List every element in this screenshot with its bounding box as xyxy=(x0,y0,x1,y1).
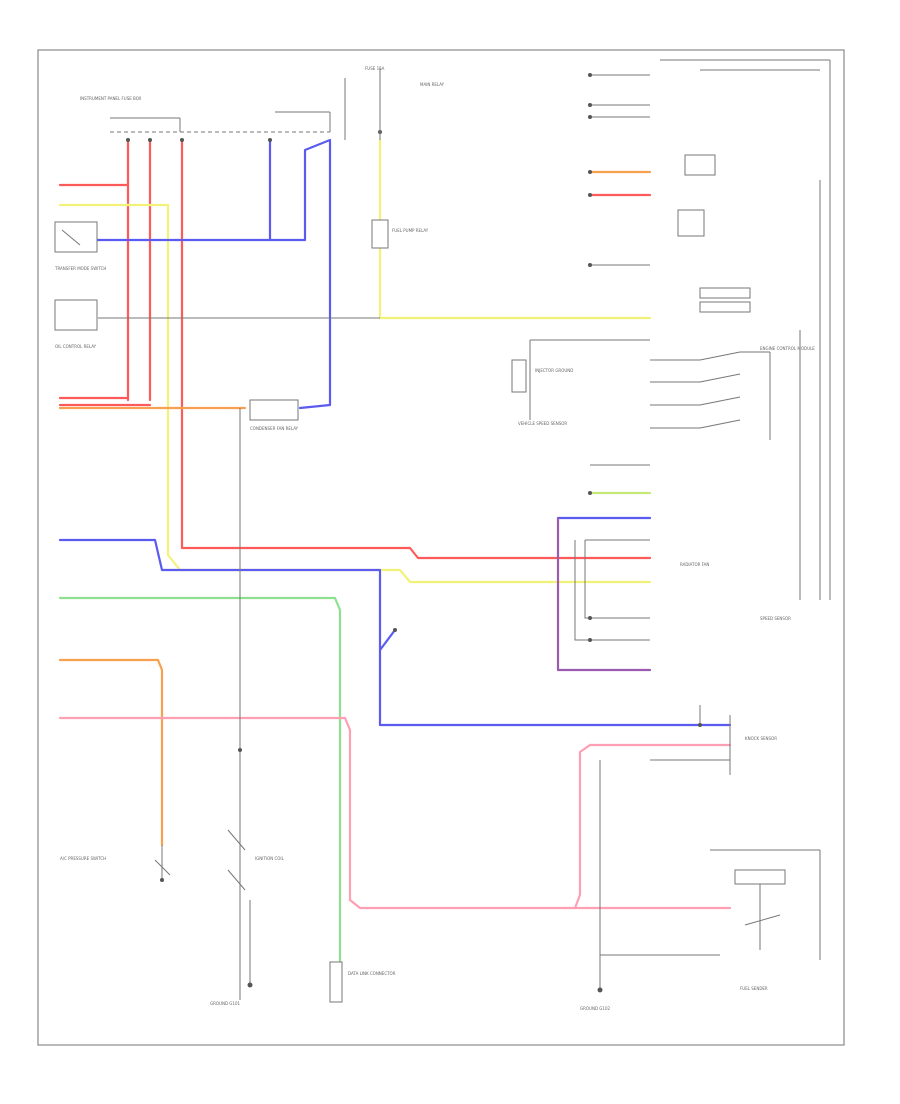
connection-nodes xyxy=(126,73,592,752)
ignition-coil-label: IGNITION COIL xyxy=(255,856,285,861)
relay-box-1 xyxy=(684,154,716,176)
fuel-sender-label: FUEL SENDER xyxy=(740,986,768,991)
fuel-pump-relay xyxy=(371,219,389,249)
ground-g102: GROUND G102 xyxy=(580,987,610,1011)
switch-bank xyxy=(650,351,771,440)
green-wire-1 xyxy=(58,596,342,967)
red-wire-2 xyxy=(58,138,152,407)
blue-wire-3 xyxy=(58,538,732,727)
relay-box-3 xyxy=(699,287,751,299)
fuse-box-label: INSTRUMENT PANEL FUSE BOX xyxy=(80,96,142,101)
orange-wire-2 xyxy=(58,658,164,847)
fuse-box-top-left: INSTRUMENT PANEL FUSE BOX xyxy=(80,78,346,140)
gray-wire-right-4 xyxy=(590,74,650,466)
blue-wire-1 xyxy=(96,138,272,242)
speed-sensor-label: SPEED SENSOR xyxy=(760,616,791,621)
dlc-label: DATA LINK CONNECTOR xyxy=(348,971,396,976)
main-relay-label: MAIN RELAY xyxy=(420,82,445,87)
ground-g101-label: GROUND G101 xyxy=(210,1001,240,1006)
radiator-fan-label: RADIATOR FAN xyxy=(680,562,709,567)
red-wire-3 xyxy=(180,138,652,560)
center-fuse: FUSE 15A MAIN RELAY xyxy=(365,66,445,140)
violet-wire-1 xyxy=(556,516,652,672)
diagram-frame xyxy=(37,49,845,1046)
ac-pressure-switch-label: A/C PRESSURE SWITCH xyxy=(60,856,106,861)
pink-wire-1 xyxy=(58,716,732,910)
ac-pressure-switch: A/C PRESSURE SWITCH xyxy=(60,845,171,882)
transfer-mode-switch-label: TRANSFER MODE SWITCH xyxy=(54,266,106,271)
gray-wire-right-1 xyxy=(529,339,650,420)
fuel-pump-relay-label: FUEL PUMP RELAY xyxy=(392,228,429,233)
injector-label: INJECTOR GROUND xyxy=(535,368,573,373)
gray-wire-center-3 xyxy=(584,540,650,619)
oil-control-relay-label: OIL CONTROL RELAY xyxy=(55,344,97,349)
condenser-fan-relay xyxy=(249,399,299,421)
ecm-connector-block: ENGINE CONTROL MODULE xyxy=(660,59,831,600)
lower-right-block: KNOCK SENSOR xyxy=(698,705,821,960)
ecm-label: ENGINE CONTROL MODULE xyxy=(760,346,815,351)
ground-g101: GROUND G101 xyxy=(210,900,253,1006)
knock-sensor-label: KNOCK SENSOR xyxy=(745,736,777,741)
transfer-mode-switch xyxy=(54,221,98,253)
blue-wire-4 xyxy=(378,628,397,652)
ground-g102-label: GROUND G102 xyxy=(580,1006,610,1011)
oil-control-relay xyxy=(54,299,98,331)
pink-wire-2 xyxy=(573,743,732,910)
center-fuse-label: FUSE 15A xyxy=(365,66,385,71)
data-link-connector: DATA LINK CONNECTOR xyxy=(329,961,396,1003)
fuel-sender: FUEL SENDER xyxy=(734,869,786,991)
relay-box-2 xyxy=(677,209,705,237)
condenser-fan-relay-label: CONDENSER FAN RELAY xyxy=(250,426,299,431)
gray-wire-center-1 xyxy=(574,540,650,641)
relay-box-4 xyxy=(699,301,751,313)
vss-label: VEHICLE SPEED SENSOR xyxy=(518,421,567,426)
blue-wire-2 xyxy=(268,138,332,410)
ignition-coil-switch: IGNITION COIL xyxy=(227,829,285,891)
red-wire-1 xyxy=(58,138,130,402)
yellow-wire-1 xyxy=(58,203,652,584)
injector-component xyxy=(511,359,527,393)
